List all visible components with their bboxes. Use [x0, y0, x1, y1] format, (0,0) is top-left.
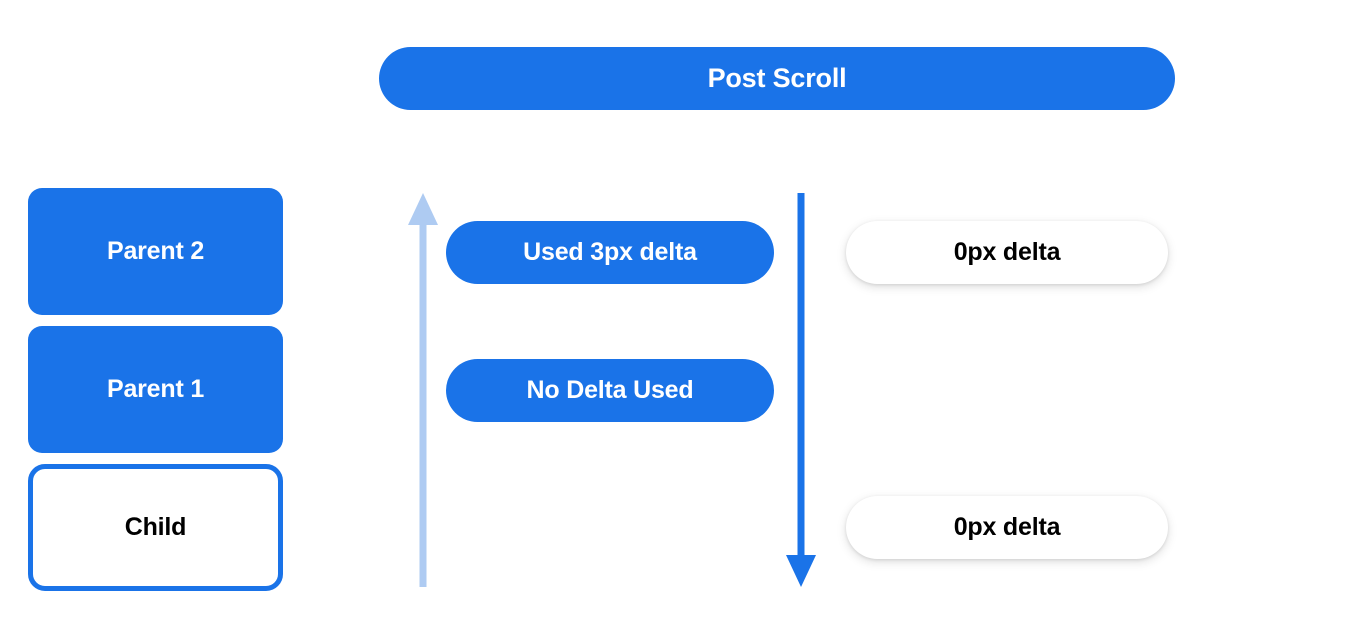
delta-pill-zero-top[interactable]: 0px delta: [846, 221, 1168, 284]
delta-pill-zero-top-label: 0px delta: [953, 238, 1061, 266]
title-banner: Post Scroll: [379, 47, 1175, 110]
scroll-up-arrow: [406, 193, 440, 587]
scroll-up-arrow-icon: [408, 193, 438, 587]
scroll-down-arrow-icon: [786, 193, 816, 587]
delta-pill-zero-bottom-label: 0px delta: [953, 513, 1061, 541]
stack-box-parent-2[interactable]: Parent 2: [28, 188, 283, 315]
delta-pill-used-3px[interactable]: Used 3px delta: [446, 221, 774, 284]
stack-box-child-label: Child: [124, 513, 187, 541]
stack-box-child[interactable]: Child: [28, 464, 283, 591]
delta-pill-no-delta-used[interactable]: No Delta Used: [446, 359, 774, 422]
scroll-down-arrow: [784, 193, 818, 587]
stack-box-parent-1-label: Parent 1: [106, 375, 205, 403]
stack-box-parent-1[interactable]: Parent 1: [28, 326, 283, 453]
delta-pill-zero-bottom[interactable]: 0px delta: [846, 496, 1168, 559]
title-banner-label: Post Scroll: [707, 63, 847, 93]
stack-box-parent-2-label: Parent 2: [106, 237, 205, 265]
delta-pill-used-3px-label: Used 3px delta: [523, 238, 697, 266]
delta-pill-no-delta-used-label: No Delta Used: [526, 376, 694, 404]
